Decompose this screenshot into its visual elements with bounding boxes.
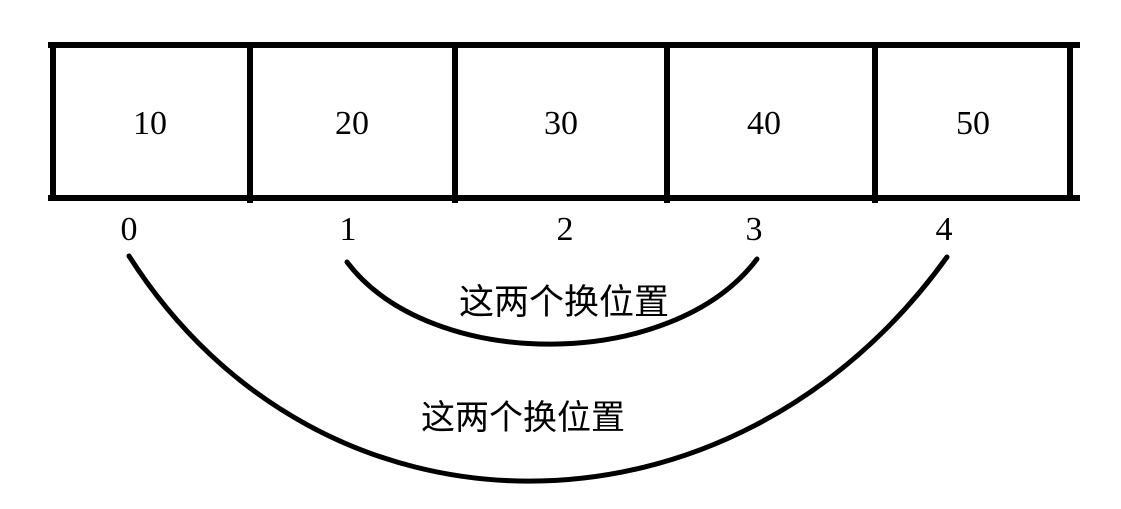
swap-arc-inner-1-3 (344, 256, 760, 347)
cell-value-0: 10 (133, 105, 167, 142)
array-box (48, 42, 1080, 203)
index-label-4: 4 (936, 211, 953, 248)
cell-value-3: 40 (747, 105, 781, 142)
cell-values: 10 20 30 40 50 (133, 105, 990, 142)
swap-arc-outer-0-4 (126, 253, 950, 484)
cell-value-1: 20 (335, 105, 369, 142)
swap-label-outer: 这两个换位置 (421, 399, 625, 437)
index-label-0: 0 (121, 211, 138, 248)
cell-value-2: 30 (544, 105, 578, 142)
swap-label-inner: 这两个换位置 (459, 283, 669, 322)
cell-value-4: 50 (956, 105, 990, 142)
index-label-3: 3 (746, 211, 763, 248)
index-label-1: 1 (340, 211, 357, 248)
index-label-2: 2 (557, 211, 574, 248)
index-labels: 0 1 2 3 4 (121, 211, 953, 248)
